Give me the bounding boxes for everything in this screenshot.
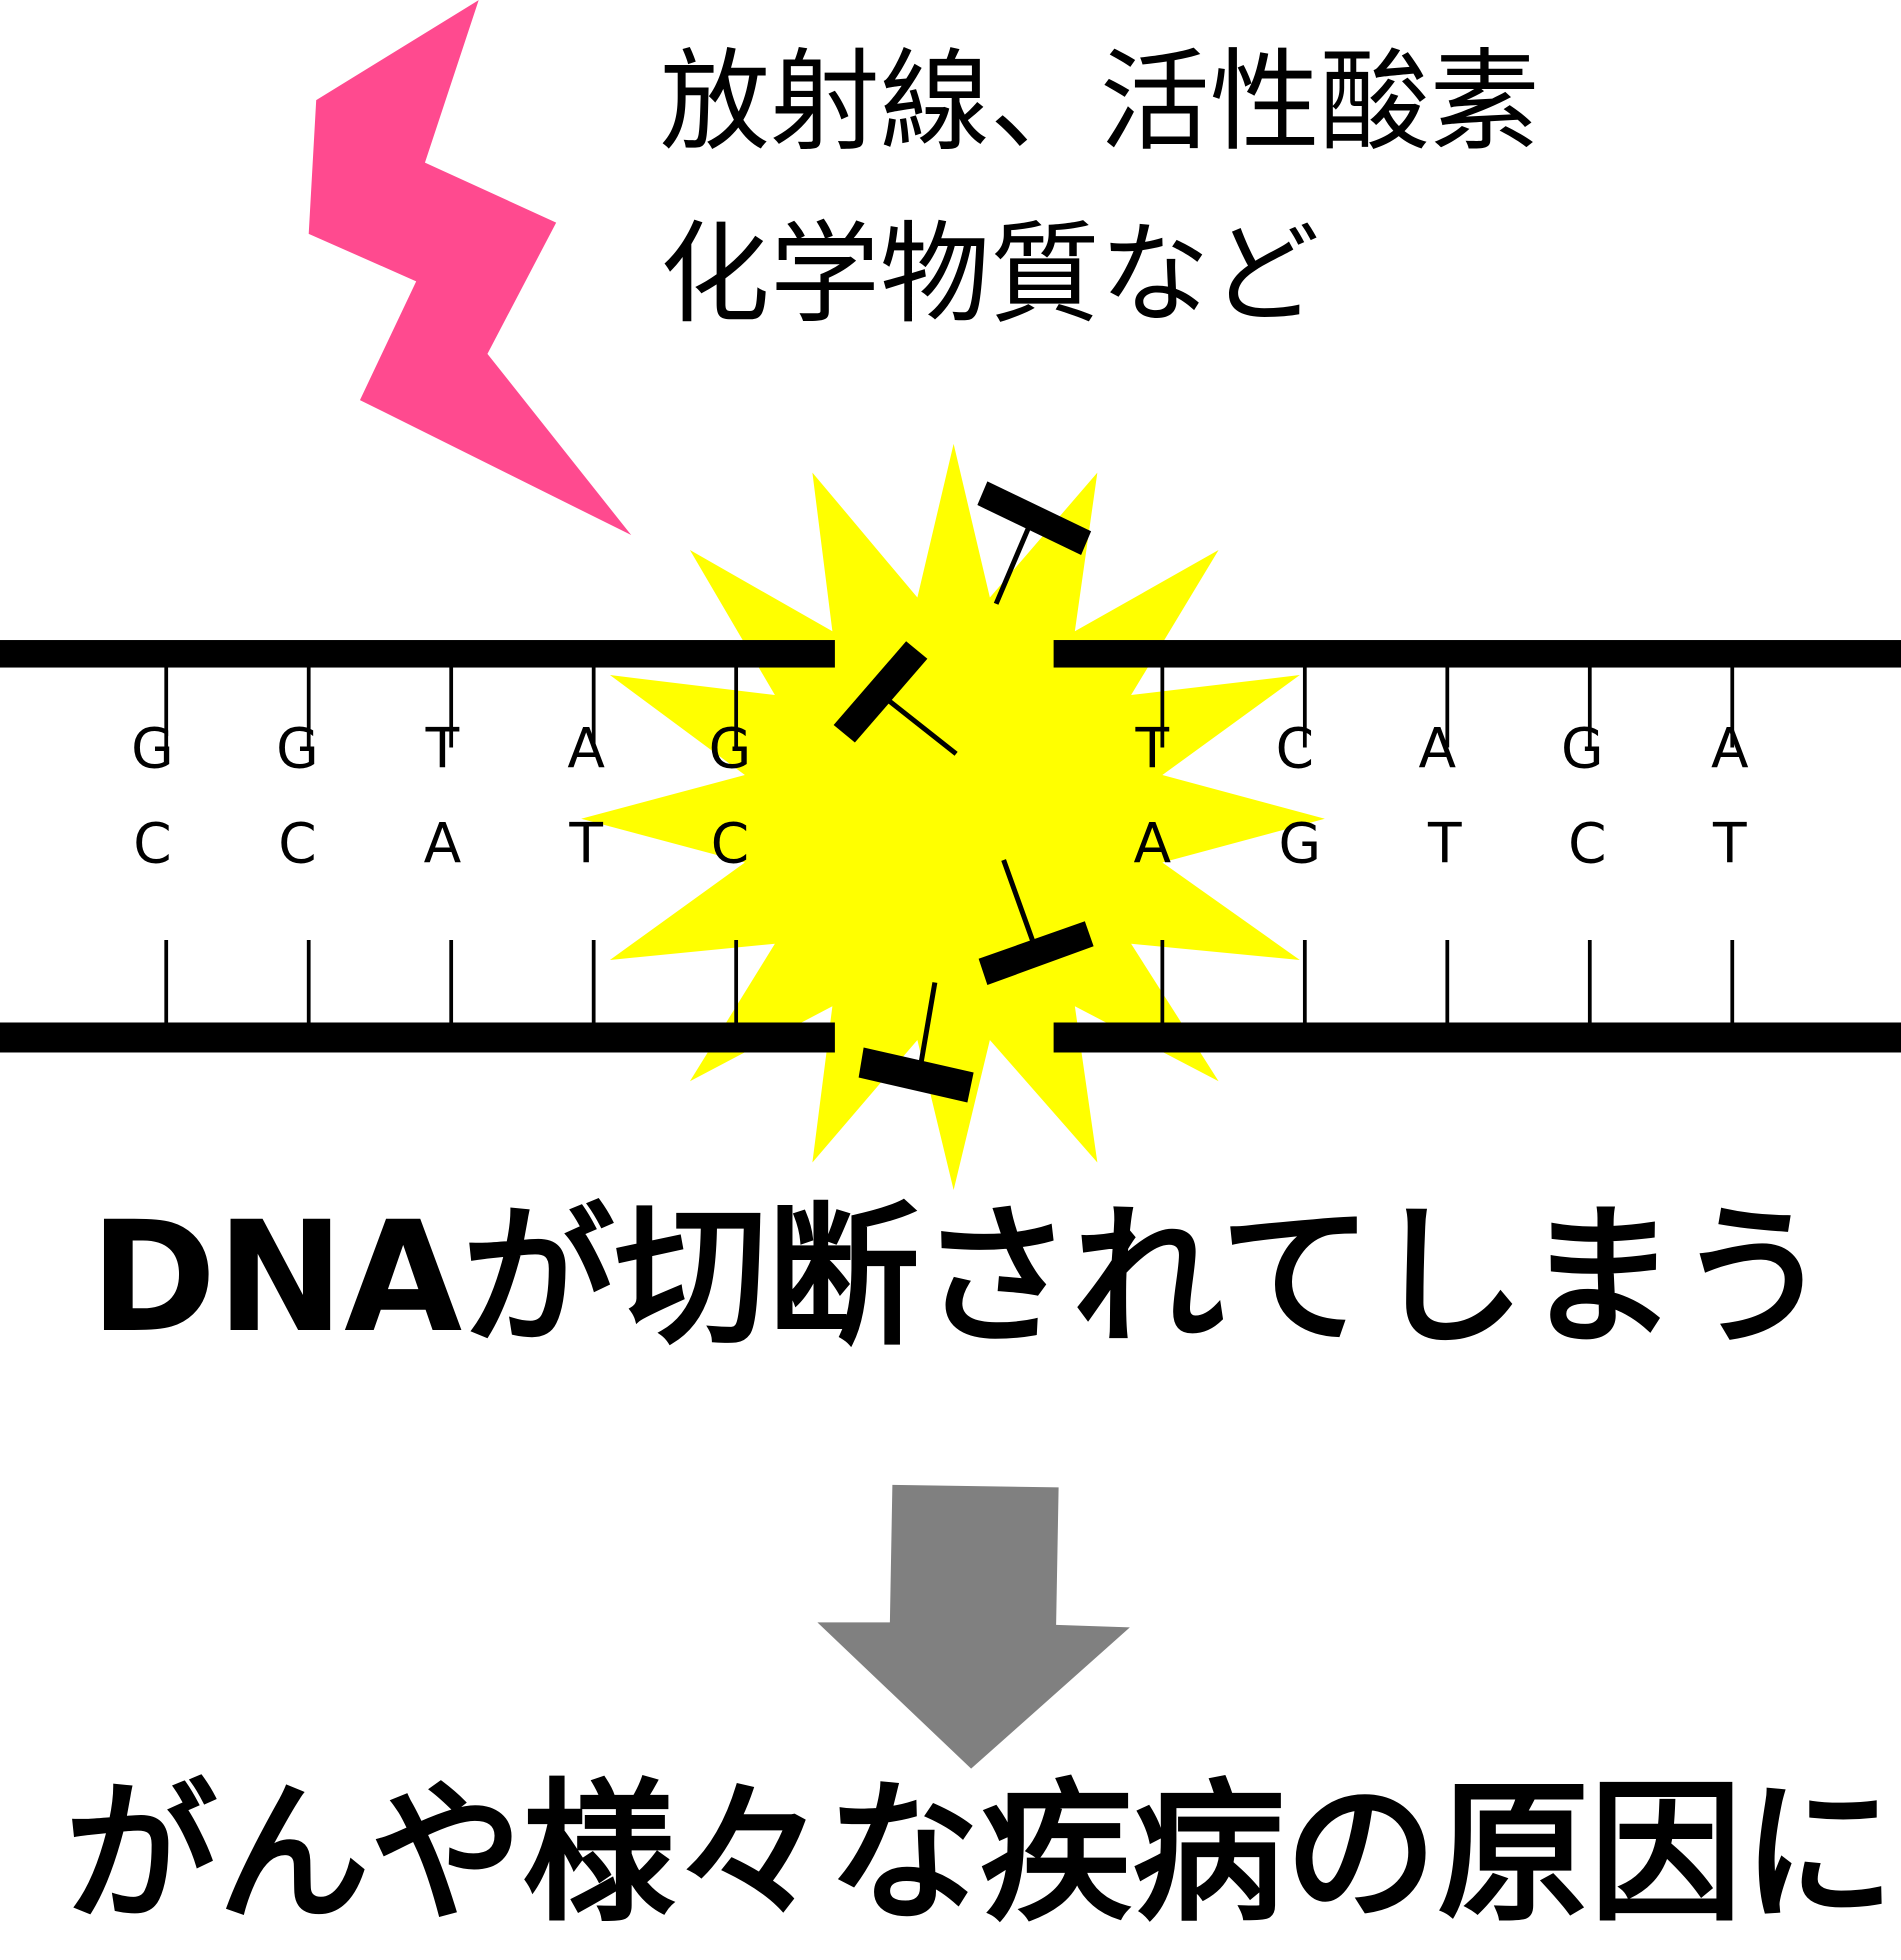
base: T	[1712, 812, 1747, 876]
base: T	[568, 812, 603, 876]
base: T	[1427, 812, 1462, 876]
fragment-2	[833, 641, 958, 756]
lightning-icon	[308, 0, 632, 536]
bases-top-left: G G T A G	[131, 717, 751, 781]
base: C	[278, 812, 316, 876]
result-text: がんや様々な疾病の原因に	[65, 1764, 1895, 1942]
dna-strand: G G T A G T C A G A C C A T C A G T C T	[0, 640, 1901, 1053]
base: G	[1279, 812, 1322, 876]
backbone-bottom-left	[0, 1022, 835, 1053]
base: C	[133, 812, 171, 876]
base: A	[424, 812, 462, 876]
backbone-top-right	[1053, 640, 1901, 668]
base: A	[1134, 812, 1172, 876]
base: A	[1418, 717, 1456, 781]
cause-text-line1: 放射線、活性酸素	[660, 38, 1540, 166]
down-arrow-icon	[817, 1484, 1130, 1769]
burst-icon	[581, 443, 1325, 1190]
base: A	[567, 717, 605, 781]
backbone-bottom-right	[1053, 1022, 1901, 1053]
base: C	[711, 812, 749, 876]
base: G	[709, 717, 752, 781]
base: G	[276, 717, 319, 781]
base: T	[1135, 717, 1170, 781]
fragment-4	[858, 982, 974, 1103]
base: A	[1711, 717, 1749, 781]
base: T	[425, 717, 460, 781]
base: G	[131, 717, 174, 781]
fragment-1	[977, 481, 1092, 605]
broken-fragments	[833, 481, 1094, 1103]
bases-top-right: T C A G A	[1135, 717, 1749, 781]
backbone-top-left	[0, 640, 835, 668]
base: C	[1276, 717, 1314, 781]
statement-text: DNAが切断されてしまう	[90, 1188, 1830, 1366]
bases-bottom-left: C C A T C	[133, 812, 749, 876]
base-pair-ticks	[164, 667, 1735, 1023]
fragment-3	[978, 859, 1094, 985]
bases-bottom-right: A G T C T	[1134, 812, 1747, 876]
cause-text-line2: 化学物質など	[660, 211, 1320, 339]
base: G	[1561, 717, 1604, 781]
base: C	[1568, 812, 1606, 876]
